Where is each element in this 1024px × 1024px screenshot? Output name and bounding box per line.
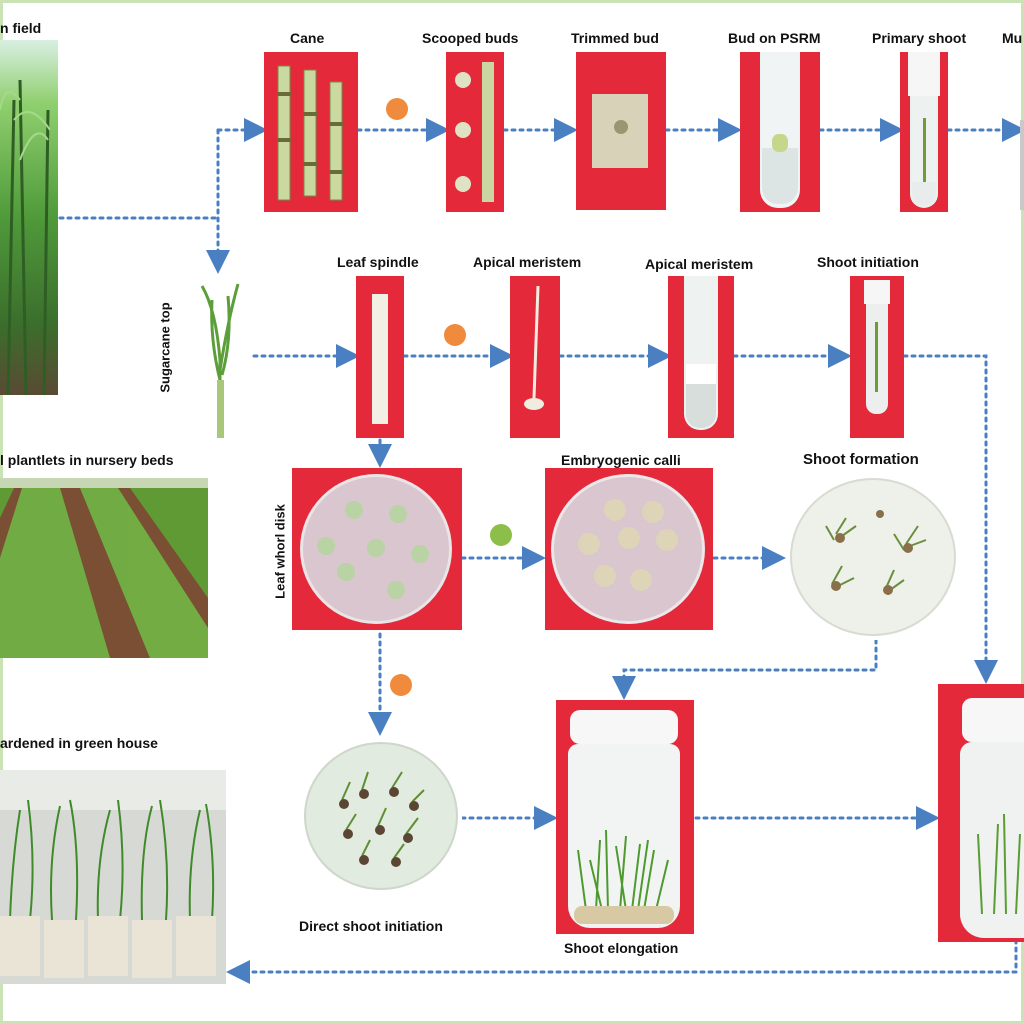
field-label: n field: [0, 20, 42, 36]
shoot-formation-label: Shoot formation: [803, 451, 919, 468]
nursery-beds-label: l plantlets in nursery beds: [0, 452, 174, 468]
orange-dot-icon: [390, 674, 412, 696]
trimmed-bud-photo: [576, 52, 666, 210]
primary-shoot-label: Primary shoot: [872, 30, 967, 46]
leaf-whorl-disk-photo: [292, 468, 462, 630]
sugarcane-top-photo: [198, 280, 250, 438]
cane-photo: [264, 52, 358, 212]
green-dot-icon: [490, 524, 512, 546]
greenhouse-photo: [0, 770, 226, 984]
sugarcane-top-label: Sugarcane top: [157, 302, 173, 393]
direct-shoot-initiation-photo: [302, 740, 462, 892]
direct-shoot-initiation-label: Direct shoot initiation: [299, 918, 443, 934]
nursery-beds-photo: [0, 478, 208, 658]
bud-psrm-photo: [740, 52, 820, 212]
trimmed-bud-label: Trimmed bud: [571, 30, 659, 46]
embryogenic-calli-label: Embryogenic calli: [561, 452, 681, 468]
cane-label: Cane: [290, 30, 325, 46]
shoot-initiation-label: Shoot initiation: [817, 254, 919, 270]
shoot-formation-photo: [786, 474, 962, 640]
hardened-label: ardened in green house: [0, 735, 158, 751]
shoot-elongation-label: Shoot elongation: [564, 940, 679, 956]
apical-meristem-photo: [510, 276, 560, 438]
multiplication-jar-photo: [938, 684, 1024, 942]
embryogenic-calli-photo: [545, 468, 713, 630]
bud-psrm-label: Bud on PSRM: [728, 30, 821, 46]
primary-shoot-photo: [900, 52, 948, 212]
multiplication-photo-partial: [1020, 120, 1024, 210]
mu-label: Mu: [1002, 30, 1023, 46]
orange-dot-icon: [386, 98, 408, 120]
scooped-buds-photo: [446, 52, 504, 212]
orange-dot-icon: [444, 324, 466, 346]
apical-meristem-tube-photo: [668, 276, 734, 438]
shoot-elongation-photo: [556, 700, 694, 934]
shoot-initiation-photo: [850, 276, 904, 438]
scooped-buds-label: Scooped buds: [422, 30, 519, 46]
leaf-whorl-disk-label: Leaf whorl disk: [272, 504, 288, 599]
apical-meristem-label: Apical meristem: [473, 254, 582, 270]
leaf-spindle-label: Leaf spindle: [337, 254, 419, 270]
field-photo: [0, 40, 58, 395]
leaf-spindle-photo: [356, 276, 404, 438]
apical-meristem-label-2: Apical meristem: [645, 256, 754, 272]
